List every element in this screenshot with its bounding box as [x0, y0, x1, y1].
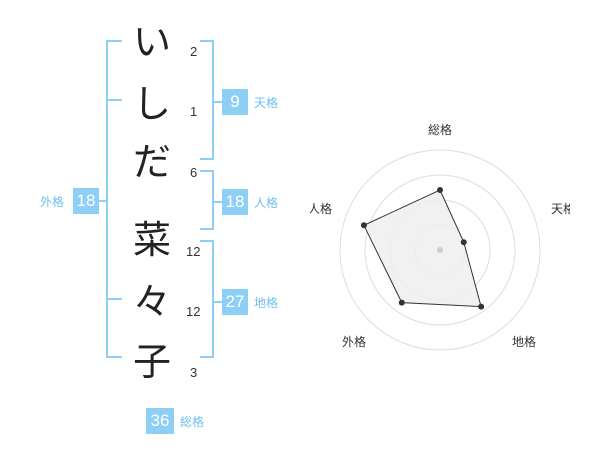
gaikaku-bracket-vertical — [106, 40, 108, 358]
chikaku-badge: 27 — [222, 289, 248, 315]
soukaku-label: 総格 — [180, 415, 205, 429]
radar-data-polygon — [363, 189, 482, 308]
radar-point-2 — [460, 239, 467, 246]
name-char-6: 子 — [132, 340, 171, 384]
radar-axis-label-gaikaku: 外格 — [342, 334, 366, 349]
radar-point-1 — [437, 187, 443, 193]
name-char-3: だ — [132, 140, 171, 184]
tenkaku-label: 天格 — [254, 96, 279, 110]
radar-axis-label-tenkaku: 天格 — [551, 201, 570, 216]
soukaku-badge: 36 — [146, 408, 174, 434]
radar-point-4 — [398, 299, 405, 306]
gaikaku-bracket-mid-2 — [106, 298, 122, 300]
radar-point-5 — [360, 222, 367, 229]
jinkaku-bracket-bottom — [200, 228, 214, 230]
stroke-count-3: 6 — [190, 165, 198, 180]
radar-ring-4 — [339, 149, 541, 351]
jinkaku-connector — [212, 201, 222, 203]
radar-chart: 総格 天格 地格 外格 人格 — [310, 122, 570, 351]
tenkaku-connector — [212, 101, 222, 103]
jinkaku-badge: 18 — [222, 189, 248, 215]
gaikaku-badge: 18 — [73, 188, 99, 214]
radar-axis-label-soukaku: 総格 — [428, 122, 452, 137]
stroke-count-2: 1 — [190, 104, 198, 119]
radar-axis-label-chikaku: 地格 — [512, 334, 536, 349]
name-char-1: い — [132, 20, 171, 64]
stroke-count-6: 3 — [190, 365, 198, 380]
name-char-4: 菜 — [132, 218, 171, 262]
chikaku-bracket-vertical — [212, 240, 214, 358]
chikaku-connector — [212, 301, 222, 303]
name-char-2: し — [132, 82, 171, 126]
stroke-count-1: 2 — [190, 44, 198, 59]
gaikaku-label: 外格 — [40, 195, 65, 209]
gaikaku-bracket-bottom — [106, 356, 122, 358]
tenkaku-bracket-bottom — [200, 158, 214, 160]
gaikaku-bracket-top — [106, 40, 122, 42]
chikaku-bracket-top — [200, 240, 214, 242]
tenkaku-bracket-vertical — [212, 40, 214, 160]
gaikaku-connector — [98, 200, 108, 202]
chikaku-label: 地格 — [254, 296, 279, 310]
radar-point-3 — [478, 303, 485, 310]
stroke-count-4: 12 — [186, 244, 201, 259]
jinkaku-label: 人格 — [254, 196, 279, 210]
jinkaku-bracket-vertical — [212, 170, 214, 230]
radar-axis-label-jinkaku: 人格 — [310, 201, 332, 216]
radar-ring-3 — [364, 174, 516, 326]
radar-data-points — [360, 187, 485, 310]
tenkaku-badge: 9 — [222, 89, 248, 115]
chikaku-bracket-bottom — [200, 356, 214, 358]
radar-center-dot — [437, 247, 443, 253]
name-char-5: 々 — [132, 280, 171, 324]
tenkaku-bracket-top — [200, 40, 214, 42]
gaikaku-bracket-mid-1 — [106, 99, 122, 101]
jinkaku-bracket-top — [200, 170, 214, 172]
stroke-count-5: 12 — [186, 304, 201, 319]
